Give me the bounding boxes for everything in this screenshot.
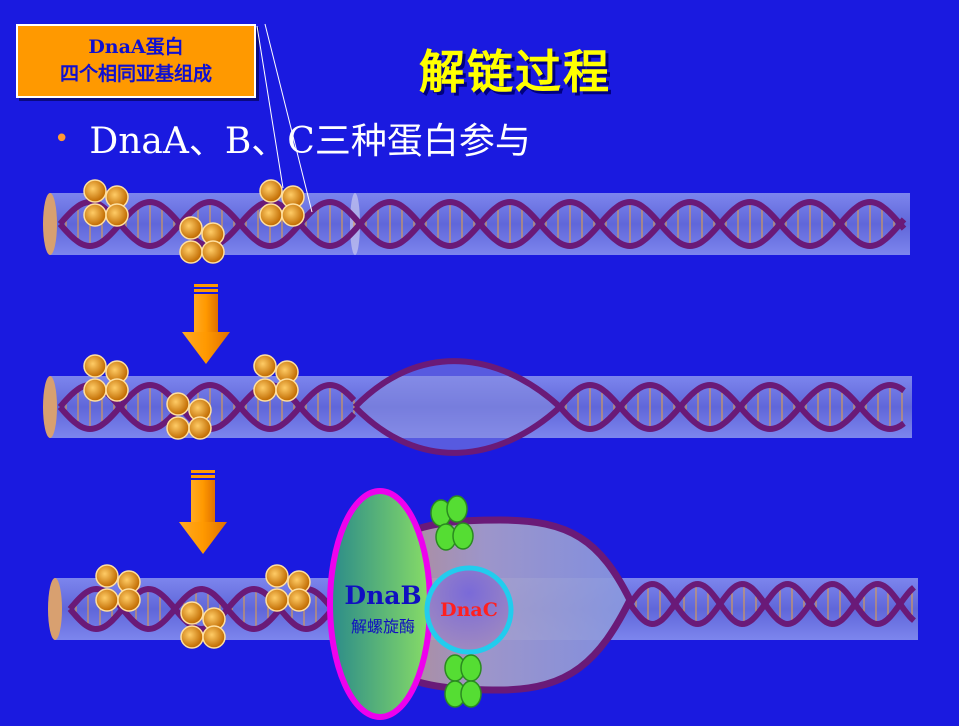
bullet-point: • DnaA、B、C三种蛋白参与 [54, 112, 531, 164]
separated-strand-bottom [352, 404, 563, 456]
dnaa-subunit [253, 378, 277, 402]
dnaa-protein-cluster [179, 216, 225, 264]
down-arrow-2 [179, 470, 227, 554]
tube-end-cap [43, 193, 57, 255]
tube-end-cap [48, 578, 62, 640]
dnaa-subunit [287, 588, 311, 612]
dna-strand-b [57, 198, 907, 250]
down-arrow-1 [182, 284, 230, 364]
dnaa-subunit [201, 240, 225, 264]
dnaa-protein-cluster [259, 179, 305, 227]
callout-pointer-line [256, 25, 284, 189]
dnaa-subunit [259, 179, 283, 203]
tube-end-cap [43, 376, 57, 438]
dnaa-subunit [95, 564, 119, 588]
green-protein-cluster-top [430, 495, 474, 551]
dna-strand-a [67, 580, 916, 633]
dnaa-callout-box: DnaA蛋白 四个相同亚基组成 [16, 24, 256, 98]
dnaa-subunit [83, 378, 107, 402]
dnaa-protein-clusters [83, 179, 311, 649]
dnab-subtitle: 解螺旋酶 [351, 617, 415, 636]
dna-row-3: DnaB 解螺旋酶 DnaC [48, 488, 918, 720]
dnaa-subunit [117, 588, 141, 612]
dnaa-protein-cluster [265, 564, 311, 612]
dnaa-subunit [105, 378, 129, 402]
dnaa-subunit [202, 625, 226, 649]
dnaa-subunit [265, 564, 289, 588]
callout-pointer-line [264, 23, 313, 213]
dnaa-protein-cluster [83, 179, 129, 227]
separated-strand-top [352, 358, 563, 410]
callout-line-2: 四个相同亚基组成 [59, 63, 212, 85]
melted-region [355, 361, 560, 453]
dnaa-subunit [166, 392, 190, 416]
dnaa-subunit [166, 416, 190, 440]
dnaa-subunit [253, 354, 277, 378]
dnaa-subunit [83, 179, 107, 203]
dnaa-subunit [281, 203, 305, 227]
dnaa-subunit [95, 588, 119, 612]
dnaa-subunit [188, 416, 212, 440]
callout-line-1: DnaA蛋白 [88, 36, 184, 58]
dnaa-protein-cluster [253, 354, 299, 402]
dnab-label: DnaB [344, 581, 421, 610]
dnaa-subunit [180, 601, 204, 625]
dnaa-subunit [105, 203, 129, 227]
dna-row-1 [43, 193, 910, 255]
dna-strand-a [57, 198, 907, 250]
dnaa-protein-cluster [95, 564, 141, 612]
slide-title: 解链过程 [419, 45, 611, 99]
green-protein-cluster-bottom [444, 654, 482, 708]
dnaa-protein-cluster [166, 392, 212, 440]
dnaa-subunit [179, 216, 203, 240]
dnaa-subunit [275, 378, 299, 402]
bullet-text: DnaA、B、C三种蛋白参与 [89, 121, 531, 162]
dnac-label: DnaC [440, 599, 498, 621]
dnaa-protein-cluster [180, 601, 226, 649]
tube-segment-divider [350, 193, 360, 255]
dnaa-subunit [265, 588, 289, 612]
dnaa-subunit [259, 203, 283, 227]
base-pair-rungs [75, 584, 913, 629]
dnaa-protein-cluster [83, 354, 129, 402]
dnaa-subunit [83, 354, 107, 378]
dnaa-subunit [179, 240, 203, 264]
dnac-circle [424, 565, 514, 655]
dnaa-subunit [180, 625, 204, 649]
dnaa-subunit [83, 203, 107, 227]
bullet-dot-icon: • [54, 124, 70, 154]
